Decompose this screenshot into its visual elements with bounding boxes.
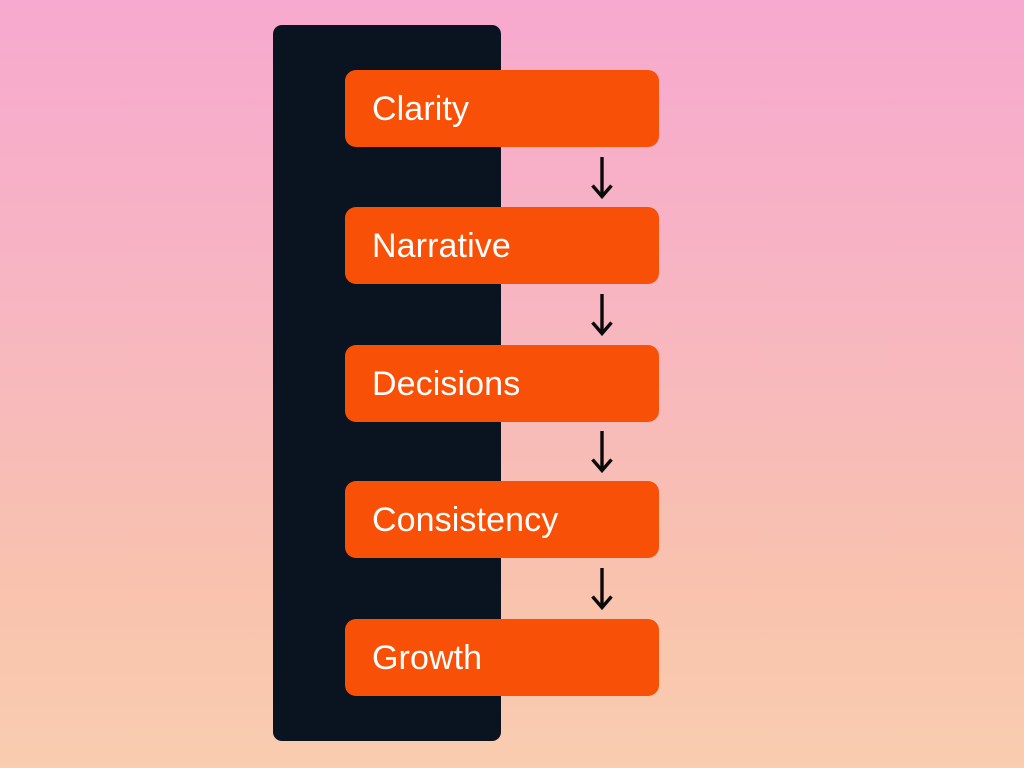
flow-step-label: Clarity	[372, 89, 470, 128]
flow-step-narrative[interactable]: Narrative	[345, 207, 659, 284]
flow-step-label: Consistency	[372, 500, 559, 539]
flow-step-growth[interactable]: Growth	[345, 619, 659, 696]
process-flow: Clarity Narrative Decisions Consistency	[345, 70, 659, 696]
arrow-down-icon	[587, 156, 617, 200]
flow-step-label: Decisions	[372, 364, 521, 403]
arrow-down-icon	[587, 567, 617, 611]
arrow-down-icon	[587, 293, 617, 337]
flow-step-consistency[interactable]: Consistency	[345, 481, 659, 558]
flow-step-label: Narrative	[372, 226, 511, 265]
flow-step-decisions[interactable]: Decisions	[345, 345, 659, 422]
flow-step-clarity[interactable]: Clarity	[345, 70, 659, 147]
arrow-down-icon	[587, 430, 617, 474]
flow-step-label: Growth	[372, 638, 483, 677]
